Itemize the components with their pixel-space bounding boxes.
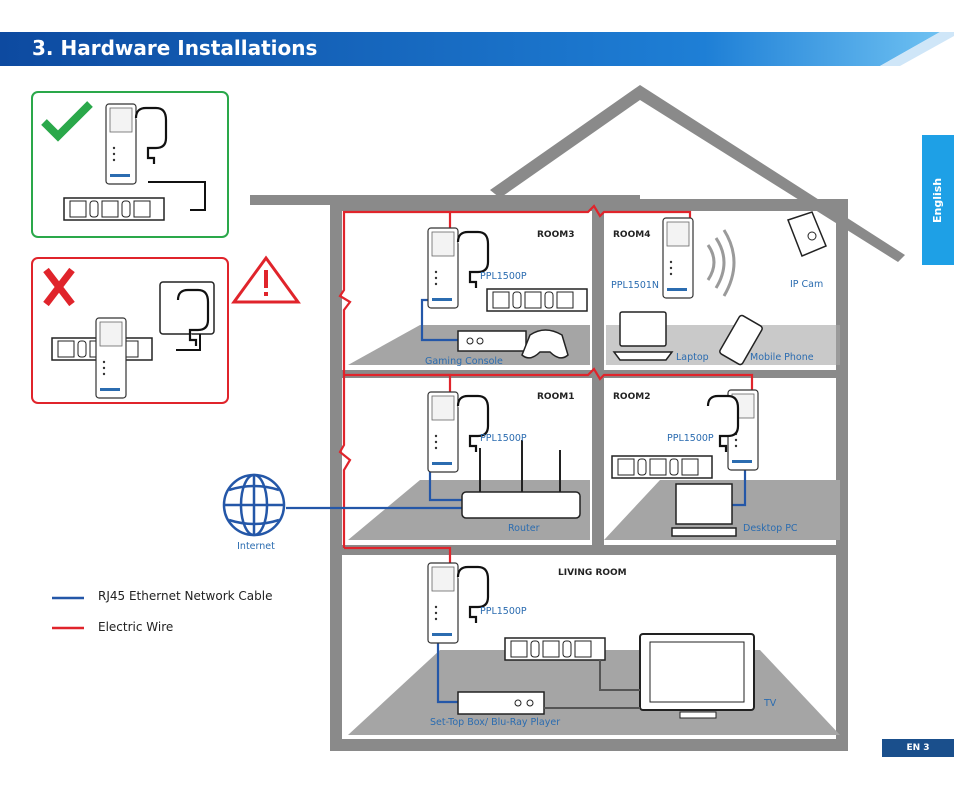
room4-adapter-icon <box>662 217 694 299</box>
ip-camera-icon <box>787 211 827 257</box>
room3-adapter-label: PPL1500P <box>480 271 527 282</box>
router-label: Router <box>508 523 540 534</box>
desktop-pc-icon <box>671 483 737 537</box>
room4-adapter-label: PPL1501N <box>611 280 659 291</box>
router-icon <box>461 440 581 519</box>
tv-label: TV <box>763 698 777 709</box>
mobile-phone-label: Mobile Phone <box>750 352 814 363</box>
room2-label: ROOM2 <box>613 392 650 402</box>
desktop-pc-label: Desktop PC <box>743 523 798 534</box>
laptop-icon <box>612 311 674 361</box>
gaming-console-label: Gaming Console <box>425 356 503 367</box>
correct-install-panel <box>31 91 229 238</box>
room4-label: ROOM4 <box>613 230 650 240</box>
ethernet-cabling <box>286 298 747 704</box>
ip-cam-label: IP Cam <box>790 279 823 290</box>
power-strip-icon <box>63 197 165 221</box>
living-adapter-icon <box>427 562 459 644</box>
legend: RJ45 Ethernet Network Cable Electric Wir… <box>52 589 272 634</box>
page-number-label: EN 3 <box>906 743 930 753</box>
room1-adapter-icon <box>427 391 459 473</box>
electric-wiring <box>338 204 754 578</box>
wifi-waves-icon <box>706 229 736 297</box>
room2-power-strip-icon <box>611 455 713 479</box>
room2-adapter-label: PPL1500P <box>667 433 714 444</box>
cross-icon <box>43 267 75 307</box>
warning-icon <box>231 255 301 304</box>
set-top-box-icon <box>457 691 545 715</box>
internet-globe-icon <box>222 473 286 537</box>
room3-power-strip-icon <box>486 288 588 312</box>
title-banner <box>0 32 954 66</box>
set-top-box-label: Set-Top Box/ Blu-Ray Player <box>430 717 560 728</box>
electric-legend-label: Electric Wire <box>98 620 173 634</box>
language-tab[interactable] <box>922 135 954 265</box>
living-power-strip-icon <box>504 637 606 661</box>
room3-adapter-icon <box>427 227 459 309</box>
mobile-phone-icon <box>719 314 763 366</box>
banner-shape <box>0 32 954 66</box>
powerline-adapter-icon <box>95 317 127 399</box>
internet-label: Internet <box>237 541 275 552</box>
gaming-console-icon <box>457 329 569 359</box>
room3-label: ROOM3 <box>537 230 574 240</box>
page-number-badge <box>882 739 954 757</box>
checkmark-icon <box>41 101 93 142</box>
powerline-adapter-icon <box>105 103 137 185</box>
laptop-label: Laptop <box>676 352 709 363</box>
tv-icon <box>639 633 755 719</box>
room1-label: ROOM1 <box>537 392 574 402</box>
wrong-install-panel <box>31 255 301 404</box>
room1-adapter-label: PPL1500P <box>480 433 527 444</box>
living-adapter-label: PPL1500P <box>480 606 527 617</box>
page-title: 3. Hardware Installations <box>32 36 318 60</box>
living-room-label: LIVING ROOM <box>558 568 627 578</box>
ethernet-legend-label: RJ45 Ethernet Network Cable <box>98 589 272 603</box>
